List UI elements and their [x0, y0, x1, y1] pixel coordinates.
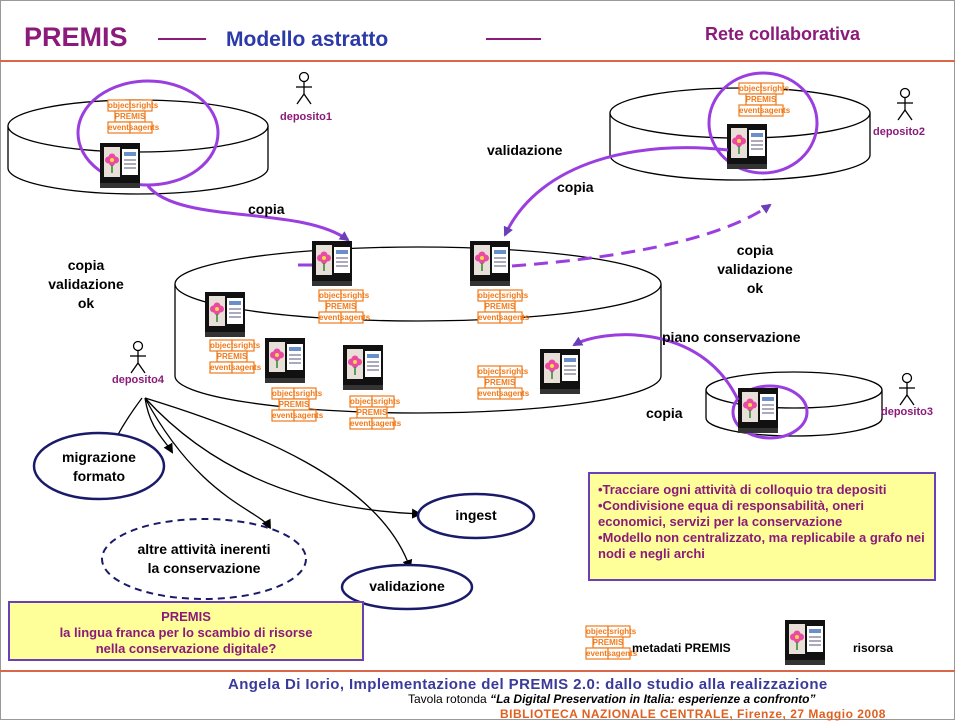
footer-event-prefix: Tavola rotonda	[408, 692, 491, 706]
callout-left-line-3: nella conservazione digitale?	[95, 641, 277, 656]
arrow-piano-conservazione	[572, 333, 740, 401]
arrow-validazione-copia	[503, 146, 729, 237]
arrow-copia-1	[146, 185, 350, 242]
arrow-dashed-return	[511, 203, 772, 268]
oval-altre-attivita	[101, 518, 307, 600]
oval-migrazione	[32, 431, 166, 501]
legend-metadata-label: metadati PREMIS	[632, 641, 731, 655]
callout-bullet-1: •Tracciare ogni attività di colloquio tr…	[598, 482, 887, 497]
repository-3-cylinder	[705, 371, 883, 437]
oval-ingest	[416, 492, 536, 540]
label-deposito4: deposito4	[112, 374, 164, 386]
label-deposito1: deposito1	[280, 111, 332, 123]
footer-event: Tavola rotonda “La Digital Preservation …	[408, 692, 815, 706]
callout-principles: •Tracciare ogni attività di colloquio tr…	[588, 472, 936, 581]
subtitle-dash	[486, 38, 541, 40]
header-rule	[0, 60, 955, 62]
activity-ingest: ingest	[455, 507, 497, 523]
oval-validazione	[340, 563, 474, 611]
footer-author: Angela Di Iorio, Implementazione del PRE…	[228, 676, 828, 693]
activity-validazione: validazione	[369, 578, 445, 594]
callout-lingua-franca: PREMIS la lingua franca per lo scambio d…	[8, 601, 364, 661]
actor-deposito1	[295, 71, 313, 105]
legend-resource-label: risorsa	[853, 641, 894, 655]
callout-left-line-2: la lingua franca per lo scambio di risor…	[59, 625, 313, 640]
actor-deposito2	[896, 87, 914, 121]
footer-venue: BIBLIOTECA NAZIONALE CENTRALE, Firenze, …	[500, 707, 886, 721]
label-deposito3: deposito3	[881, 406, 933, 418]
activity-altre: altre attività inerenti la conservazione	[137, 541, 271, 576]
label-copia-bottom: copia	[646, 405, 683, 421]
label-left-status: copia validazione ok	[48, 257, 124, 311]
highlight-oval-2	[707, 71, 819, 175]
page-title: PREMIS	[24, 22, 128, 52]
label-piano-conservazione: piano conservazione	[662, 329, 801, 345]
label-validazione-top: validazione	[487, 142, 563, 158]
label-right-status: copia validazione ok	[717, 242, 793, 296]
central-repository-cylinder	[174, 246, 662, 414]
label-deposito2: deposito2	[873, 126, 925, 138]
label-copia-right: copia	[557, 179, 594, 195]
actor-deposito3	[898, 372, 916, 406]
callout-bullet-3: •Modello non centralizzato, ma replicabi…	[598, 530, 925, 561]
actor-deposito4	[129, 340, 147, 374]
title-dash	[158, 38, 206, 40]
activity-migrazione: migrazione formato	[62, 449, 136, 484]
right-title: Rete collaborativa	[705, 24, 861, 44]
label-copia-top: copia	[248, 201, 285, 217]
footer-event-title: “La Digital Preservation in Italia: espe…	[490, 692, 816, 706]
page-subtitle: Modello astratto	[226, 28, 389, 51]
highlight-oval-1	[76, 79, 220, 187]
highlight-oval-3	[731, 384, 809, 440]
callout-bullet-2: •Condivisione equa di responsabilità, on…	[598, 498, 865, 529]
callout-left-line-1: PREMIS	[161, 609, 211, 624]
